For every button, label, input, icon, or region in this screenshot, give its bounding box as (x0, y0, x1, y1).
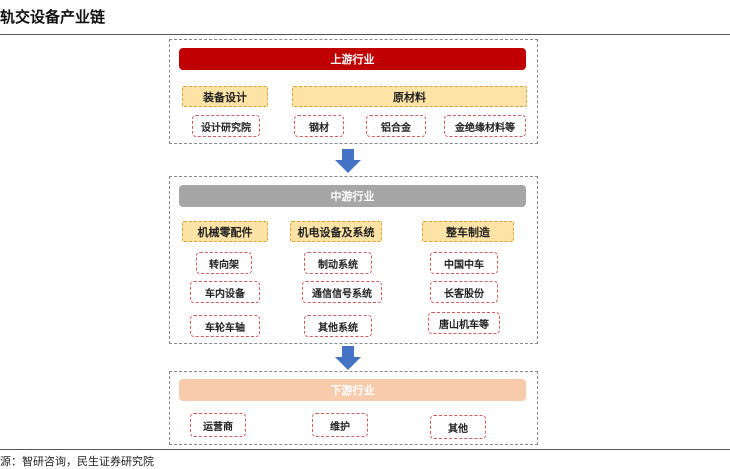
category-raw-materials: 原材料 (292, 86, 527, 107)
item-brake-system: 制动系统 (304, 252, 372, 274)
bottom-rule (0, 449, 730, 450)
item-design-institute: 设计研究院 (192, 115, 260, 137)
item-other-systems: 其他系统 (304, 315, 372, 337)
item-maintenance: 维护 (312, 413, 368, 437)
category-mechanical-parts: 机械零配件 (182, 221, 268, 242)
item-operator: 运营商 (190, 413, 246, 437)
item-steel: 钢材 (294, 115, 344, 137)
item-wheel-axle: 车轮车轴 (190, 315, 260, 337)
item-bogie: 转向架 (196, 252, 252, 274)
item-crrc: 中国中车 (430, 252, 498, 274)
category-electromechanical: 机电设备及系统 (290, 221, 382, 242)
down-arrow-icon (335, 149, 361, 173)
upstream-header: 上游行业 (179, 48, 526, 70)
source-note: 源：智研咨询，民生证券研究院 (0, 455, 154, 468)
category-vehicle-manufacturing: 整车制造 (422, 221, 514, 242)
item-interior-equipment: 车内设备 (190, 281, 260, 303)
page-title: 轨交设备产业链 (0, 8, 106, 26)
top-rule (0, 34, 730, 35)
midstream-section: 中游行业 机械零配件 机电设备及系统 整车制造 转向架 车内设备 车轮车轴 制动… (169, 176, 538, 344)
downstream-header: 下游行业 (179, 379, 526, 401)
item-aluminum-alloy: 铝合金 (366, 115, 426, 137)
item-signal-system: 通信信号系统 (302, 281, 382, 303)
item-other: 其他 (430, 415, 486, 439)
upstream-section: 上游行业 装备设计 原材料 设计研究院 钢材 铝合金 金绝缘材料等 (169, 39, 538, 144)
category-equipment-design: 装备设计 (182, 86, 268, 107)
item-tangshan-locomotive: 唐山机车等 (428, 312, 500, 334)
downstream-section: 下游行业 运营商 维护 其他 (169, 371, 538, 445)
item-changke: 长客股份 (430, 281, 498, 303)
item-insulation-material: 金绝缘材料等 (444, 115, 526, 137)
down-arrow-icon (335, 346, 361, 370)
midstream-header: 中游行业 (179, 185, 526, 207)
